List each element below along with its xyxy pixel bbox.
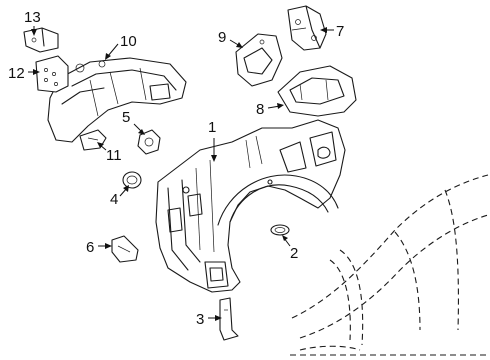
callout-7: 7 <box>336 23 344 40</box>
callout-13: 13 <box>24 9 41 26</box>
bracket-13 <box>23 27 59 53</box>
plug <box>270 224 290 236</box>
inner-quarter-panel <box>155 119 346 293</box>
callout-2: 2 <box>290 245 298 262</box>
callout-10: 10 <box>120 33 137 50</box>
wheelhouse-outer-10 <box>47 57 187 143</box>
callout-4: 4 <box>110 191 118 208</box>
callout-11: 11 <box>106 147 122 164</box>
callout-3: 3 <box>196 311 204 328</box>
callout-12: 12 <box>8 65 25 82</box>
callout-8: 8 <box>256 101 264 118</box>
callout-5: 5 <box>122 109 130 126</box>
callout-9: 9 <box>218 29 226 46</box>
callout-6: 6 <box>86 239 94 256</box>
grommet-4 <box>122 171 142 189</box>
callout-1: 1 <box>208 119 216 136</box>
callout-labels: 1 2 3 4 5 6 7 8 9 10 11 12 13 <box>8 9 344 328</box>
reinforcement-12 <box>35 55 69 93</box>
mount-5 <box>137 129 161 155</box>
bracket-6 <box>111 235 139 263</box>
gusset-9 <box>235 33 283 87</box>
bracket-3 <box>219 297 239 341</box>
bracket-7 <box>287 5 327 51</box>
leader-lines <box>28 26 334 321</box>
quarter-panel-outer <box>290 174 489 356</box>
reinforcement-8 <box>277 65 357 117</box>
